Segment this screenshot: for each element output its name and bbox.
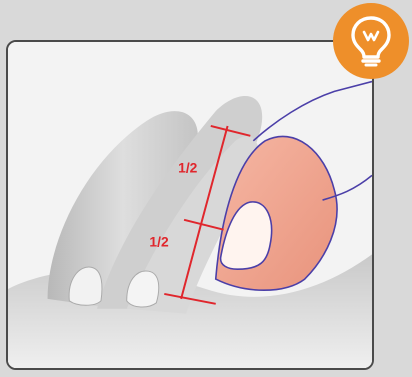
fraction-lower: 1/2 <box>149 233 169 249</box>
illustration-card: 1/2 1/2 <box>6 40 374 370</box>
hand-measurement-illustration: 1/2 1/2 <box>8 42 372 368</box>
fraction-upper: 1/2 <box>178 159 198 175</box>
lightbulb-badge <box>333 3 409 79</box>
lightbulb-icon <box>348 15 394 67</box>
